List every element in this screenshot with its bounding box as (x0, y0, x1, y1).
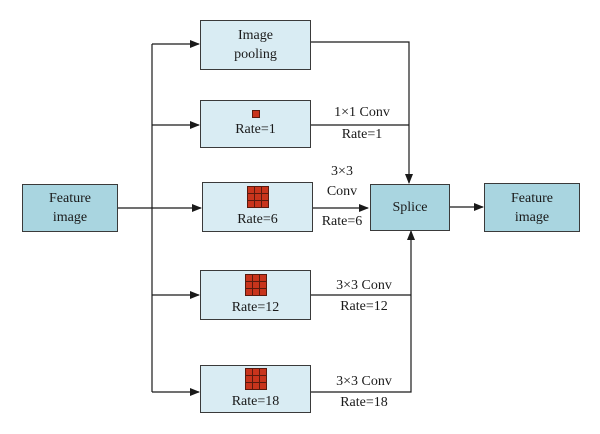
conv-rate6-label: Rate=6 (237, 211, 278, 227)
rate12-conv-label: 3×3 Conv (336, 278, 392, 293)
conv-rate12-node: Rate=12 (200, 270, 311, 320)
splice-label: Splice (392, 200, 428, 215)
conv-rate18-node: Rate=18 (200, 365, 311, 413)
rate6-rate-label: Rate=6 (321, 214, 363, 229)
rate12-rate-label: Rate=12 (340, 299, 388, 314)
conv-rate18-label: Rate=18 (231, 393, 280, 409)
rate6-conv-label-line2: Conv (326, 184, 358, 199)
output-feature-image-node: Feature image (484, 183, 580, 232)
kernel-3x3-icon (246, 185, 269, 208)
conv-rate6-node: Rate=6 (202, 182, 313, 232)
rate18-to-splice-line (311, 230, 415, 393)
rate1-rate-label: Rate=1 (341, 127, 383, 142)
output-feature-line2: image (514, 209, 550, 225)
kernel-3x3-icon (244, 273, 267, 296)
kernel-1x1-icon (251, 109, 260, 118)
rate6-conv-label-line1: 3×3 (331, 164, 353, 179)
conv-rate1-label: Rate=1 (235, 121, 276, 137)
splice-node: Splice (370, 184, 450, 231)
kernel-3x3-icon (244, 367, 267, 390)
rate1-conv-label: 1×1 Conv (334, 105, 390, 120)
image-pooling-line1: Image (238, 28, 273, 43)
conv-rate12-label: Rate=12 (231, 299, 280, 315)
image-pooling-line2: pooling (234, 47, 277, 62)
rate18-rate-label: Rate=18 (340, 395, 388, 410)
image-pooling-node: Image pooling (200, 20, 311, 70)
input-feature-line1: Feature (49, 191, 91, 206)
input-feature-line2: image (52, 210, 88, 225)
conv-rate1-node: Rate=1 (200, 100, 311, 148)
rate18-conv-label: 3×3 Conv (336, 374, 392, 389)
input-feature-image-node: Feature image (22, 184, 118, 232)
pooling-to-splice-line (311, 41, 413, 184)
output-feature-line1: Feature (511, 190, 553, 206)
